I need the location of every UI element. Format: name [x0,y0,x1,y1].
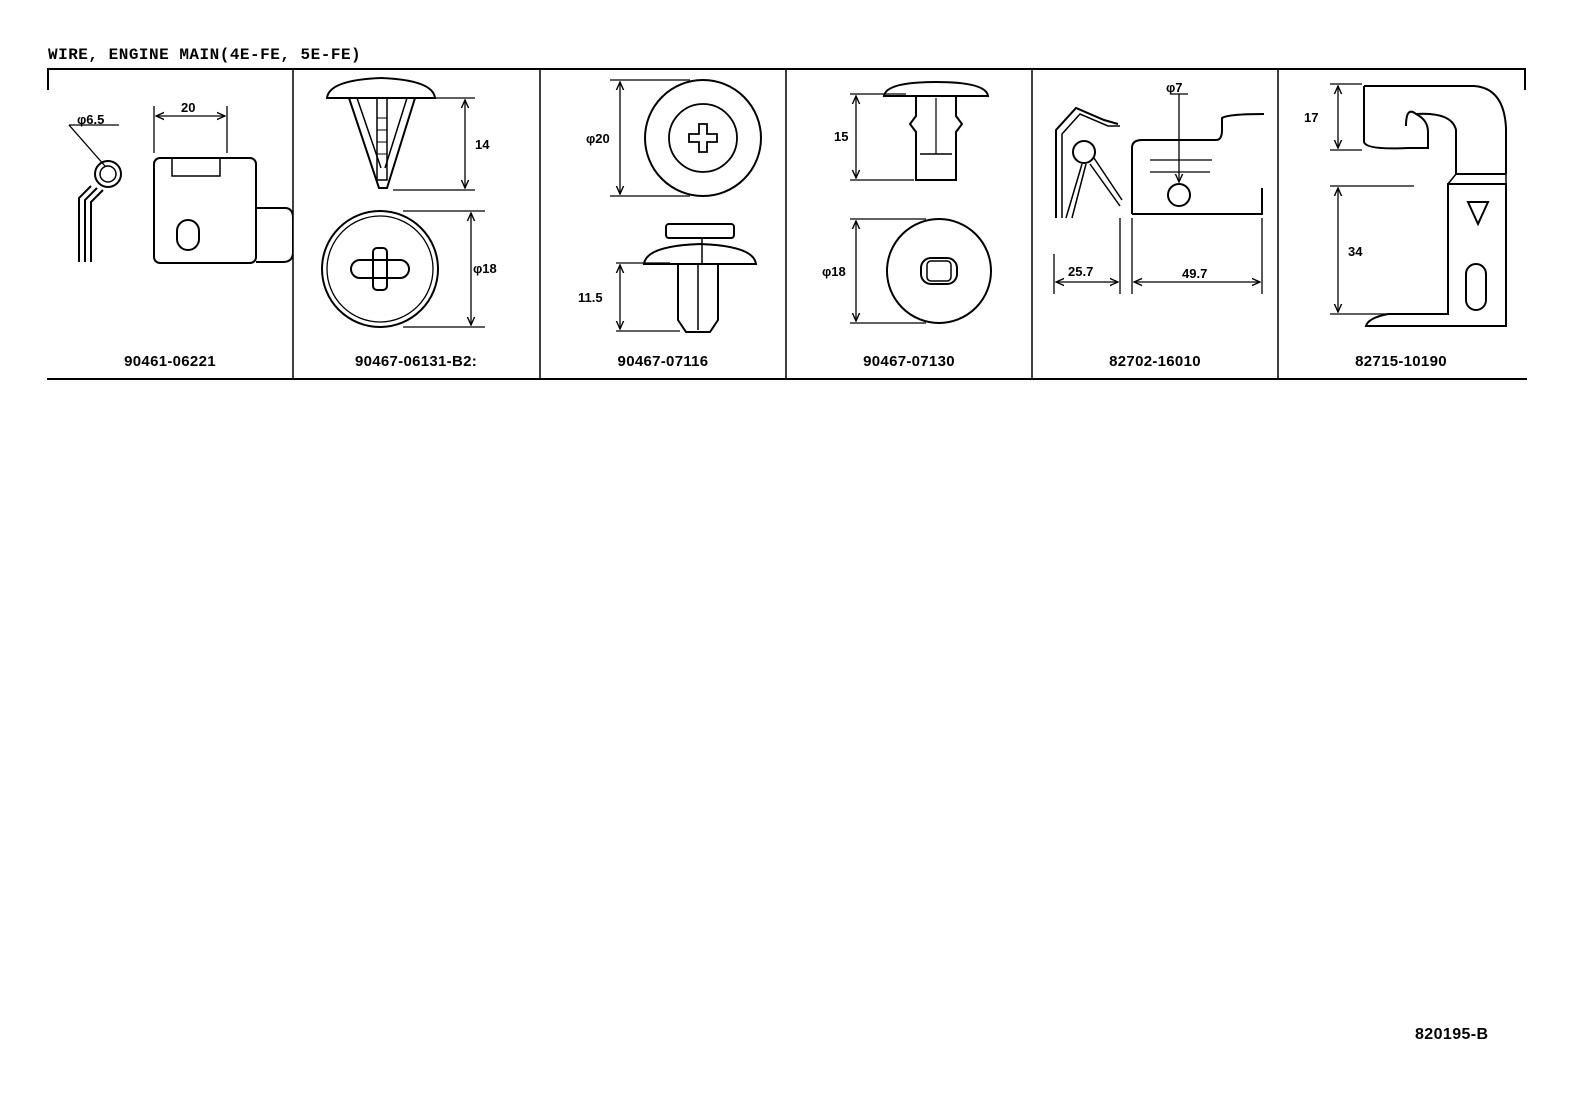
part-cell-4: 15 φ18 90467-07130 [786,68,1032,380]
dim-diameter: φ20 [586,131,610,146]
part-number-label: 82702-16010 [1109,353,1201,370]
dim-diameter: φ18 [473,261,497,276]
bracket-clamp-icon: 17 34 [1304,83,1507,327]
screw-grommet-clip-icon: φ20 11.5 [578,79,762,333]
part-cell-6: 17 34 82715-10190 [1278,68,1524,380]
dim-height: 11.5 [578,290,603,305]
dim-height-bottom: 34 [1348,244,1363,259]
dim-width-left: 25.7 [1068,264,1093,279]
part-number-label: 90461-06221 [124,353,216,370]
part-cell-2: 14 φ18 90467-06131-B2: [293,68,539,380]
part-number-label: 90467-07130 [863,353,955,370]
dim-height: 14 [475,137,490,152]
dim-width: 20 [181,100,195,115]
dim-hole-diameter: φ7 [1166,80,1183,95]
dim-height: 15 [834,129,848,144]
wire-clip-icon: φ6.5 20 [68,100,293,264]
part-number-label: 90467-07116 [617,353,709,370]
dim-diameter: φ6.5 [77,112,104,127]
part-cell-3: φ20 11.5 90467-07116 [540,68,786,380]
parts-strip: φ6.5 20 90461-06221 14 φ18 90467-0613 [47,68,1527,380]
retainer-clip-icon: 15 φ18 [822,80,992,324]
push-rivet-clip-icon: 14 φ18 [321,76,497,328]
dim-height-top: 17 [1304,110,1318,125]
reference-code: 820195-B [1415,1026,1489,1043]
diagram-title: WIRE, ENGINE MAIN(4E-FE, 5E-FE) [48,46,362,64]
part-cell-1: φ6.5 20 90461-06221 [47,68,293,380]
harness-clamp-icon: φ7 25.7 49.7 [1053,80,1265,294]
part-number-label: 82715-10190 [1355,353,1447,370]
dim-diameter: φ18 [822,264,846,279]
part-cell-5: φ7 25.7 49.7 82702-16010 [1032,68,1278,380]
dim-width-right: 49.7 [1182,266,1207,281]
part-number-label: 90467-06131-B2: [354,353,478,370]
strip-frame [47,68,1527,380]
